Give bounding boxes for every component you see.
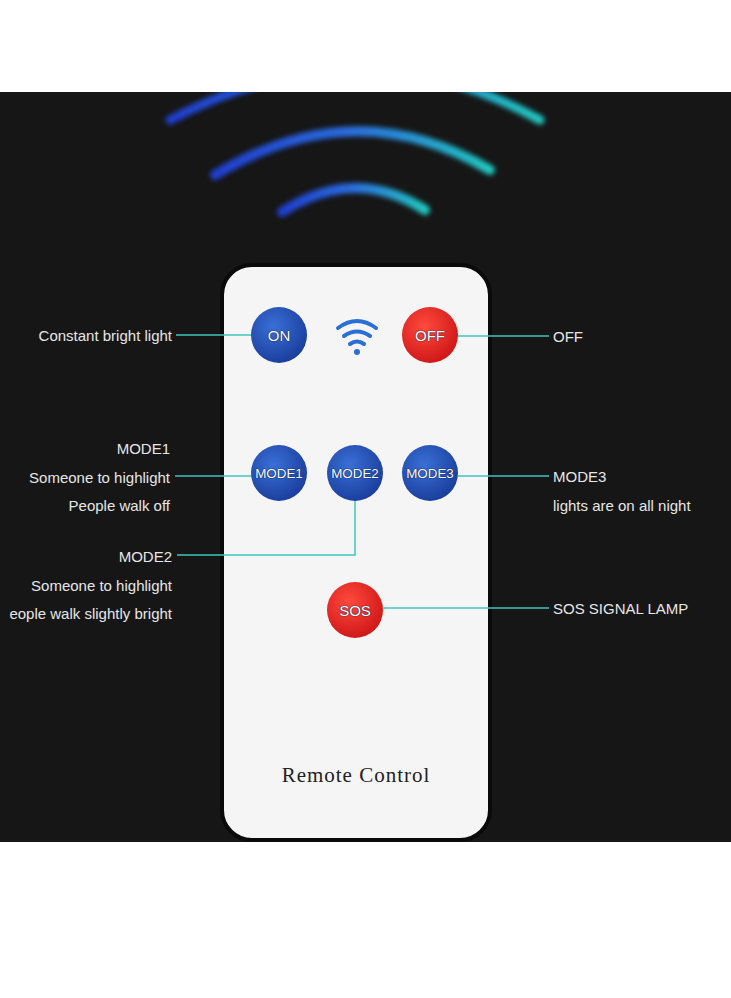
callout-label: Someone to highlight <box>29 469 170 486</box>
callout-label: SOS SIGNAL LAMP <box>553 600 688 617</box>
callout-label: Constant bright light <box>39 327 172 344</box>
callout-label: MODE3 <box>553 468 606 485</box>
remote-control: Remote Control ON OFF MODE1 MODE2 MODE3SOS <box>222 265 490 840</box>
wifi-icon <box>338 321 376 344</box>
callout-label: lights are on all night <box>553 497 691 514</box>
remote-button: MODE2 <box>327 445 383 501</box>
button-label: MODE1 <box>255 466 303 481</box>
button-label: MODE3 <box>406 466 454 481</box>
callout-label: OFF <box>553 328 583 345</box>
remote-button: MODE1 <box>251 445 307 501</box>
callout-label: eople walk slightly bright <box>9 605 172 622</box>
remote-button: ON <box>251 307 307 363</box>
remote-caption: Remote Control <box>222 763 490 788</box>
callout-label: People walk off <box>69 497 170 514</box>
callout-label: Someone to highlight <box>31 577 172 594</box>
button-label: MODE2 <box>331 466 379 481</box>
callout-label: MODE1 <box>117 440 170 457</box>
remote-button: MODE3 <box>402 445 458 501</box>
remote-button: OFF <box>402 307 458 363</box>
signal-arcs <box>170 92 540 212</box>
button-label: ON <box>268 327 291 344</box>
leader-lines <box>175 335 549 608</box>
remote-button: SOS <box>327 582 383 638</box>
remote-body <box>222 265 490 840</box>
button-label: SOS <box>339 602 371 619</box>
wifi-dot <box>354 349 360 355</box>
dark-panel <box>0 92 731 842</box>
button-label: OFF <box>415 327 445 344</box>
callout-label: MODE2 <box>119 548 172 565</box>
